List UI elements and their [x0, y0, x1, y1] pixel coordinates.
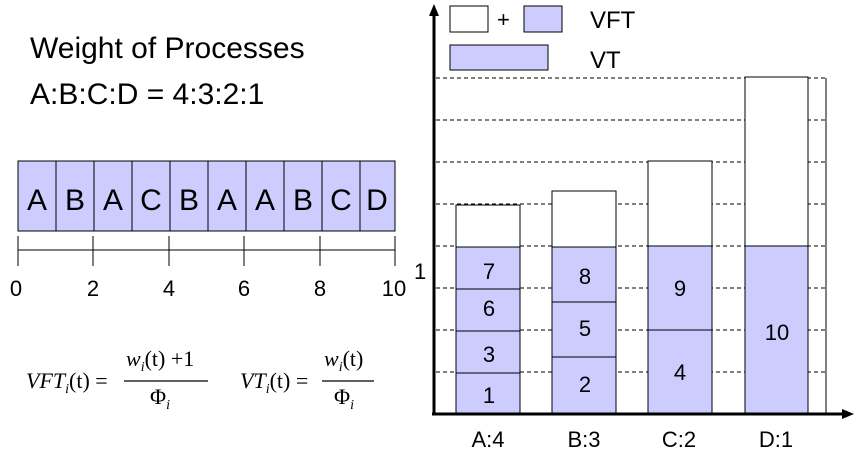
schedule-slot-label: A [255, 184, 275, 217]
category-label: C:2 [662, 427, 696, 452]
bar-d-segment-label: 10 [765, 320, 789, 345]
y-tick-label: 1 [414, 259, 426, 284]
bar-d-vft-extra [744, 76, 809, 247]
bar-a-segment [455, 330, 521, 374]
vft-formula-lhs: VFTi(t) = [26, 368, 108, 397]
schedule-slot-label: B [179, 184, 199, 217]
category-label: A:4 [471, 427, 504, 452]
bar-c-segment-label: 9 [674, 276, 686, 301]
bar-b-segment-label: 8 [579, 264, 591, 289]
bar-b-segment-label: 5 [579, 316, 591, 341]
timeline-tick-label: 10 [382, 276, 406, 301]
bar-a-segment [455, 246, 521, 290]
bar-a-segment [455, 372, 521, 415]
legend-swatch-white [449, 5, 489, 33]
bar-c: 4 9 [647, 160, 713, 415]
bar-a-segment [455, 288, 521, 332]
schedule-slot [169, 160, 209, 232]
bar-b-segment [551, 301, 617, 358]
bar-d: 10 [744, 76, 809, 415]
category-label: B:3 [567, 427, 600, 452]
schedule-slot [321, 160, 361, 232]
schedule-slot-label: B [293, 184, 313, 217]
schedule-slot [17, 160, 57, 232]
legend-vt-label: VT [590, 47, 621, 74]
bar-c-vft-extra [647, 160, 713, 247]
schedule-slot-label: A [217, 184, 237, 217]
bar-c-segment-label: 4 [674, 360, 686, 385]
bar-a-segment-label: 3 [483, 342, 495, 367]
legend-swatch-blue [523, 5, 563, 33]
bar-b-segment-label: 2 [579, 372, 591, 397]
title-line-2: A:B:C:D = 4:3:2:1 [30, 78, 264, 111]
bar-a-vft-extra [455, 204, 521, 248]
schedule-slot [245, 160, 285, 232]
schedule-slot-label: B [65, 184, 85, 217]
bar-c-segment [647, 329, 713, 415]
schedule-strip: A B A C B A A B C D [17, 160, 396, 232]
timeline-axis [17, 236, 396, 266]
vt-formula-numerator: wi(t) [324, 346, 363, 375]
timeline-tick-label: 6 [238, 276, 250, 301]
schedule-slot-label: C [140, 184, 162, 217]
timeline-tick-label: 2 [87, 276, 99, 301]
bar-b-vft-extra [551, 190, 617, 248]
schedule-slot-label: C [330, 184, 352, 217]
schedule-slot-label: D [366, 184, 388, 217]
bar-b-segment [551, 246, 617, 303]
bar-a-segment-label: 6 [483, 296, 495, 321]
legend-swatch-vt [449, 44, 549, 71]
vft-formula: VFTi(t) = wi(t) +1 Φi [26, 346, 208, 413]
bar-b: 2 5 8 [551, 190, 617, 415]
title-line-1: Weight of Processes [30, 32, 305, 65]
bar-a-segment-label: 1 [483, 383, 495, 408]
legend: + VFT VT [449, 5, 636, 74]
y-axis-arrow [429, 4, 439, 16]
vt-formula-denominator: Φi [334, 384, 354, 413]
vt-formula: VTi(t) = wi(t) Φi [240, 346, 374, 413]
schedule-slot [207, 160, 247, 232]
bar-c-segment [647, 245, 713, 331]
schedule-slot [93, 160, 133, 232]
vft-formula-numerator: wi(t) +1 [126, 346, 194, 375]
legend-vft-label: VFT [590, 7, 636, 34]
timeline-tick-label: 0 [10, 276, 22, 301]
bar-chart: 1 3 6 7 2 5 8 4 9 10 [414, 4, 854, 452]
x-axis-arrow [842, 409, 854, 419]
schedule-slot [55, 160, 95, 232]
bar-d-segment [744, 245, 809, 415]
schedule-slot [359, 160, 396, 232]
schedule-slot-label: A [27, 184, 47, 217]
category-label: D:1 [759, 427, 793, 452]
vft-formula-denominator: Φi [150, 384, 170, 413]
bar-b-segment [551, 356, 617, 415]
schedule-slot [283, 160, 323, 232]
bar-a: 1 3 6 7 [455, 204, 521, 415]
timeline-tick-label: 4 [163, 276, 175, 301]
bar-a-segment-label: 7 [483, 259, 495, 284]
timeline-tick-label: 8 [314, 276, 326, 301]
vt-formula-lhs: VTi(t) = [240, 368, 308, 397]
legend-plus: + [497, 7, 510, 32]
schedule-slot-label: A [103, 184, 123, 217]
